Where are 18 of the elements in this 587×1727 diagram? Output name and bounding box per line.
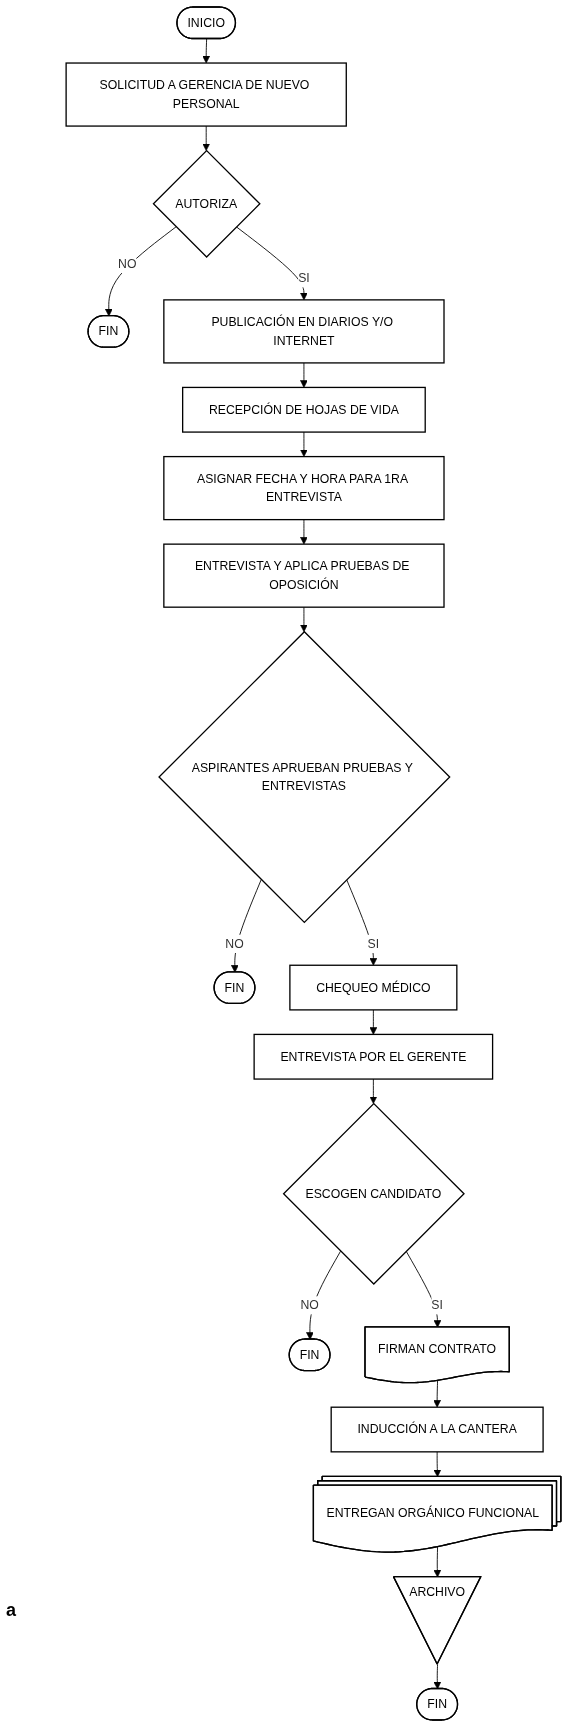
node-box: RECEPCIÓN DE HOJAS DE VIDA bbox=[182, 386, 426, 433]
node-box: CHEQUEO MÉDICO bbox=[289, 964, 458, 1011]
node-box: ENTREVISTA Y APLICA PRUEBAS DE OPOSICIÓN bbox=[163, 543, 445, 608]
node-box: INDUCCIÓN A LA CANTERA bbox=[330, 1406, 544, 1453]
node-box: SOLICITUD A GERENCIA DE NUEVO PERSONAL bbox=[65, 62, 347, 127]
node-box: ASIGNAR FECHA Y HORA PARA 1RA ENTREVISTA bbox=[163, 455, 445, 521]
node-diamond: ASPIRANTES APRUEBAN PRUEBAS Y ENTREVISTAS bbox=[158, 630, 451, 924]
edge-label: NO bbox=[118, 256, 137, 271]
node-box: ENTREVISTA POR EL GERENTE bbox=[253, 1033, 494, 1080]
node-box: PUBLICACIÓN EN DIARIOS Y/O INTERNET bbox=[163, 299, 445, 364]
edge-label: SI bbox=[367, 936, 380, 951]
edge-label: SI bbox=[298, 270, 310, 285]
edge-label: SI bbox=[431, 1297, 443, 1312]
node-diamond: AUTORIZA bbox=[152, 149, 261, 258]
edge-label: NO bbox=[225, 936, 244, 951]
node-diamond: ESCOGEN CANDIDATO bbox=[282, 1102, 465, 1285]
edge-label: NO bbox=[300, 1297, 319, 1312]
note-text: a bbox=[6, 1600, 16, 1621]
